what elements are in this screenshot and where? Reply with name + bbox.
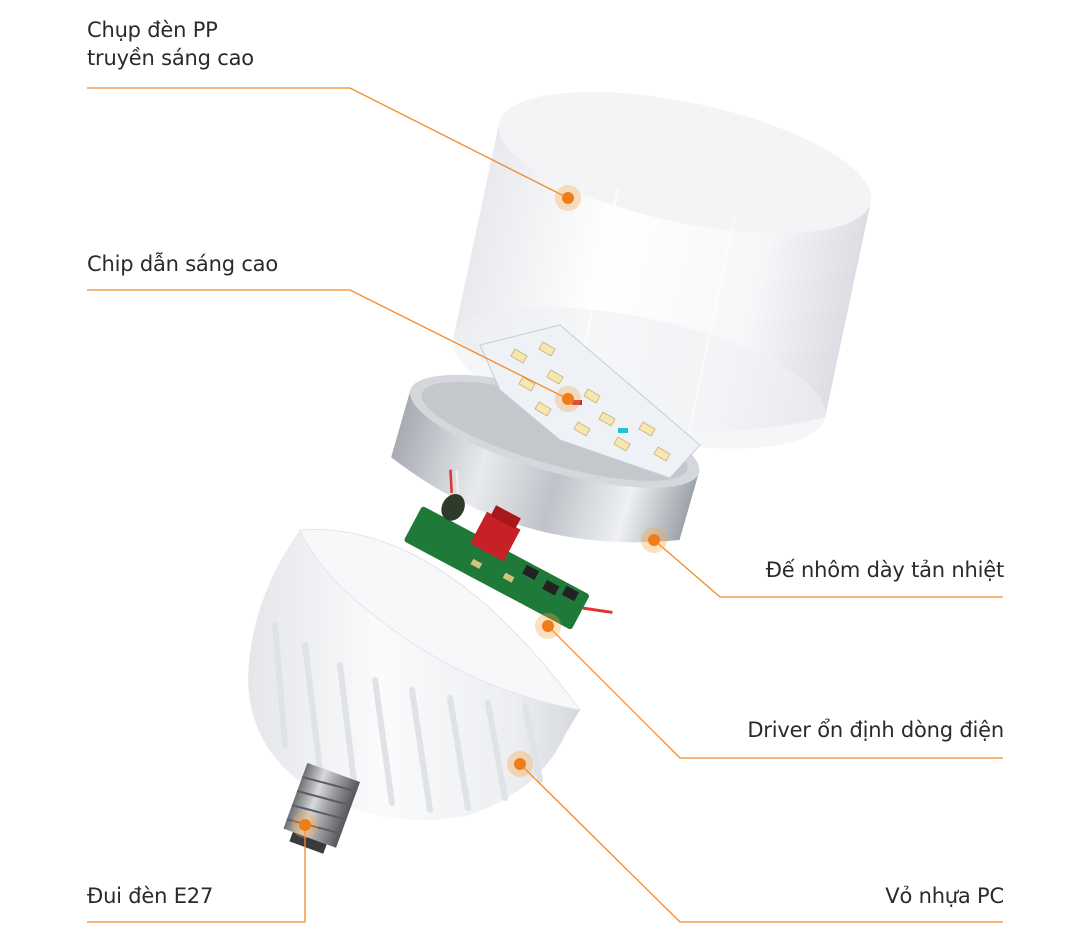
led-board: [479, 324, 701, 479]
label-socket: Đui đèn E27: [87, 884, 214, 908]
housing-ribs: [272, 622, 543, 813]
leader-aluminum: [653, 539, 1003, 598]
label-cover-line2: truyền sáng cao: [87, 46, 254, 70]
label-chip: Chip dẫn sáng cao: [87, 252, 278, 276]
leader-lines: [87, 87, 1003, 923]
callout-markers: [292, 185, 667, 838]
leader-chip: [87, 289, 569, 400]
label-housing: Vỏ nhựa PC: [885, 884, 1004, 908]
label-driver: Driver ổn định dòng điện: [747, 718, 1004, 742]
leader-cover: [87, 87, 569, 199]
led-chips: [510, 341, 671, 462]
leader-socket: [87, 825, 306, 923]
pc-housing: [248, 529, 582, 820]
leader-housing: [519, 763, 1003, 923]
driver-pcb: [404, 469, 613, 630]
leader-driver: [547, 625, 1003, 759]
label-aluminum: Đế nhôm dày tản nhiệt: [765, 558, 1004, 582]
label-cover-line1: Chụp đèn PP: [87, 18, 218, 42]
